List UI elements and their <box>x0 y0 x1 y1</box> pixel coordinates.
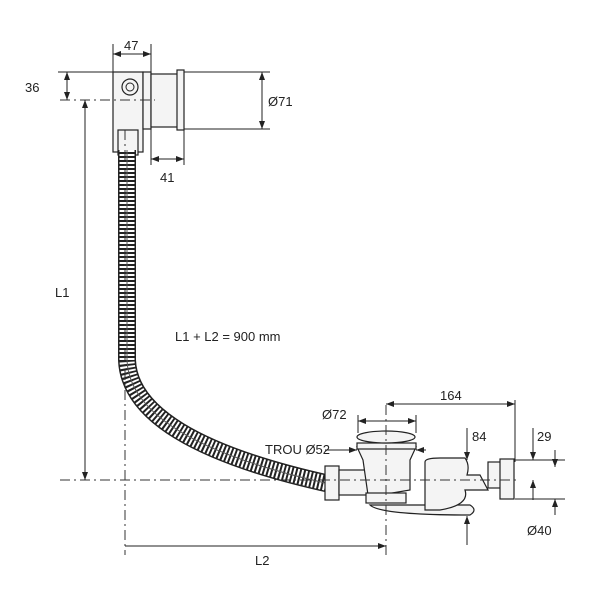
dim-label-164: 164 <box>440 388 462 403</box>
label-trou-52: TROU Ø52 <box>265 442 330 457</box>
dimensions <box>58 44 565 549</box>
dim-label-41: 41 <box>160 170 174 185</box>
dim-label-L2: L2 <box>255 553 269 568</box>
overflow-unit <box>112 69 185 156</box>
flexible-hose <box>118 150 332 493</box>
dim-label-84: 84 <box>472 429 486 444</box>
dim-label-47: 47 <box>124 38 138 53</box>
length-formula: L1 + L2 = 900 mm <box>175 329 281 344</box>
dim-label-36: 36 <box>25 80 39 95</box>
drain-body <box>324 430 515 516</box>
dim-label-diameter-72: Ø72 <box>322 407 347 422</box>
dim-label-29: 29 <box>537 429 551 444</box>
dim-label-diameter-71: Ø71 <box>268 94 293 109</box>
dim-label-L1: L1 <box>55 285 69 300</box>
dim-label-diameter-40: Ø40 <box>527 523 552 538</box>
